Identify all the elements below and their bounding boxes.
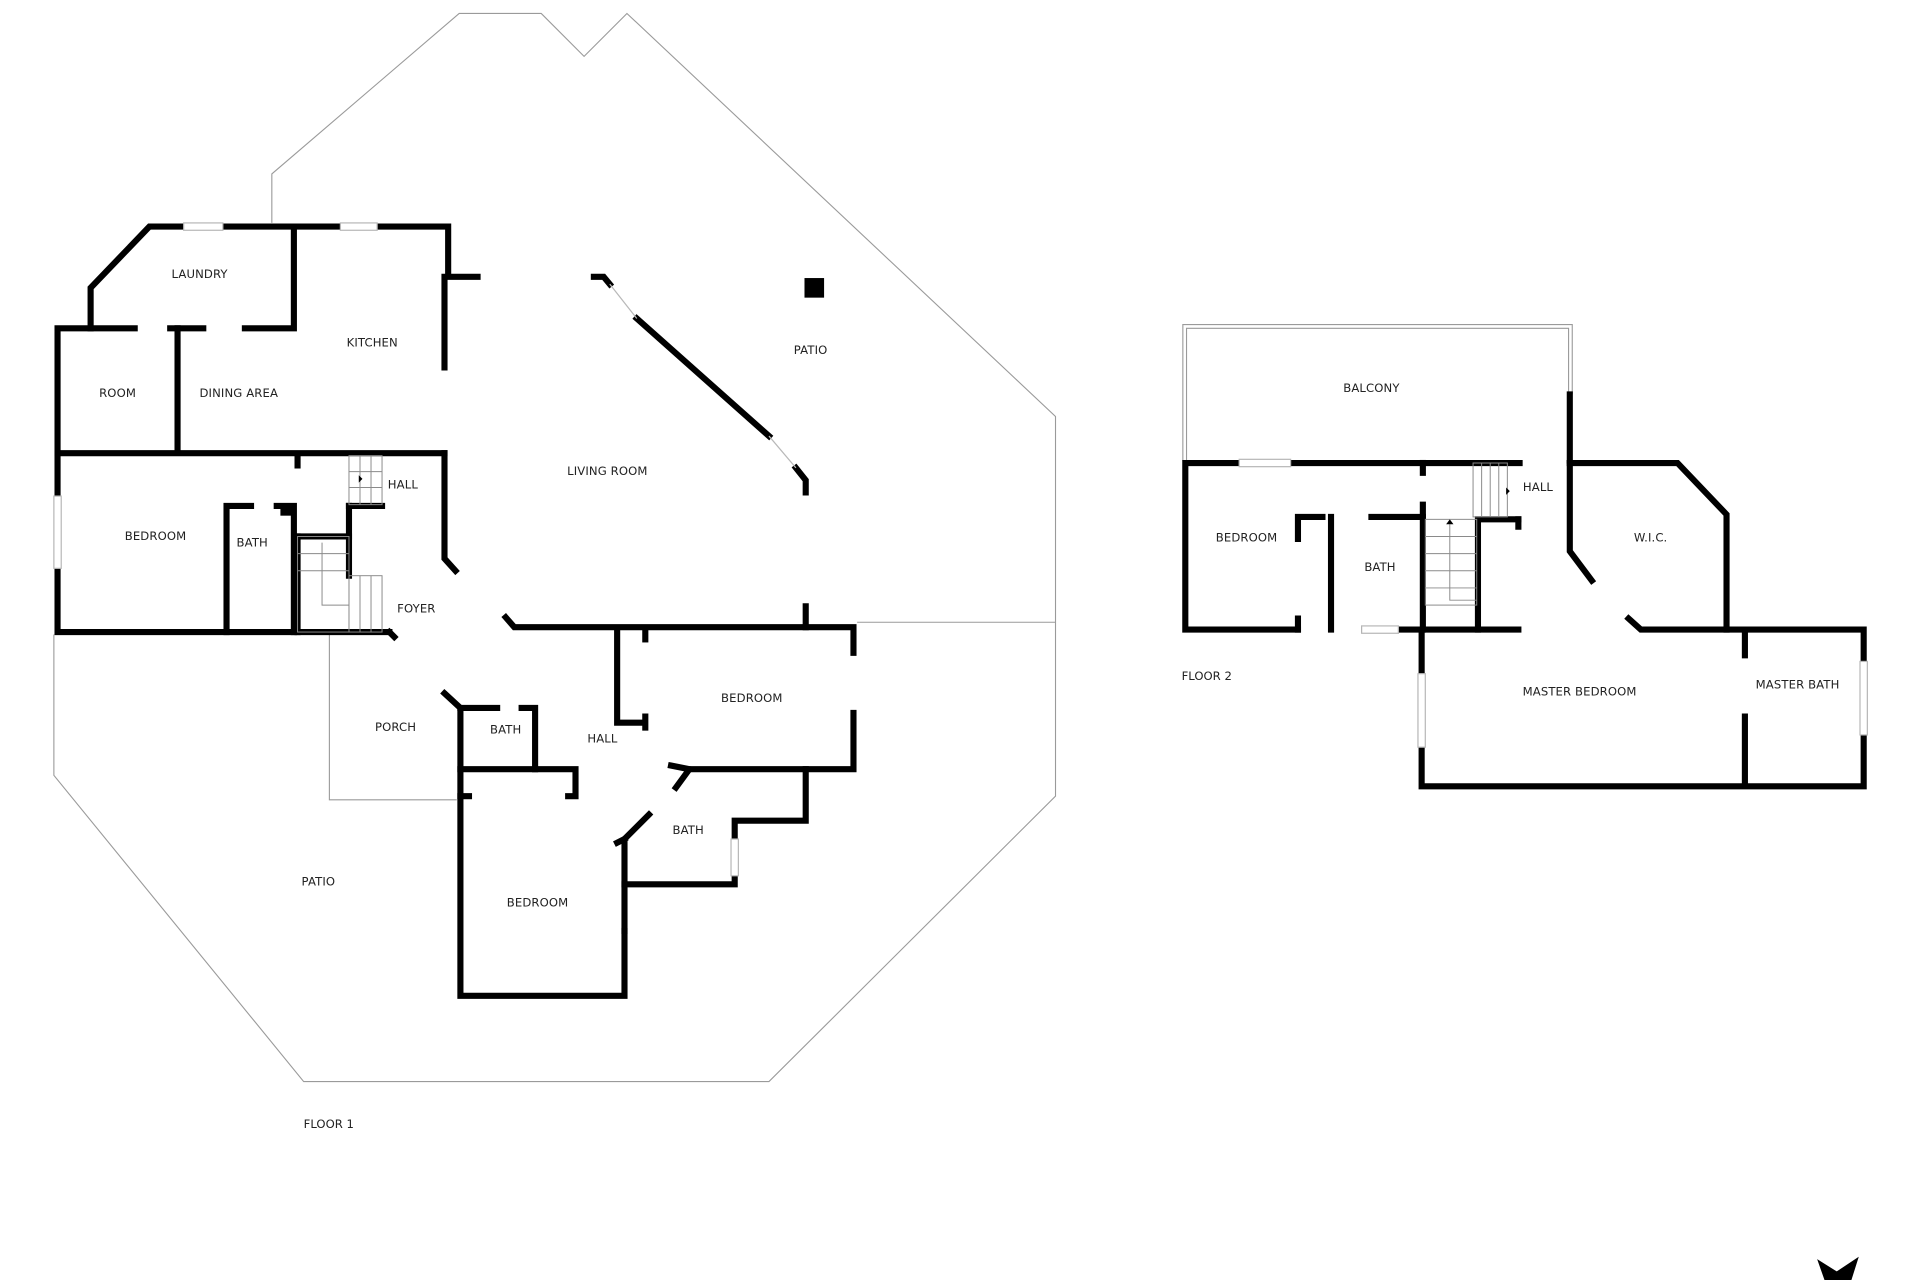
stairs-floor-2 xyxy=(1424,462,1510,606)
walls-floor-1 xyxy=(54,223,857,999)
room-label-dining-area: DINING AREA xyxy=(199,386,278,400)
room-label-balcony: BALCONY xyxy=(1343,381,1400,395)
room-label-hall-lower: HALL xyxy=(587,731,618,745)
room-label-bedroom-east: BEDROOM xyxy=(721,691,783,705)
floor-1-label: FLOOR 1 xyxy=(304,1117,354,1131)
floor-1: LAUNDRY KITCHEN ROOM DINING AREA HALL BE… xyxy=(53,12,1057,1131)
porch-outline xyxy=(328,634,457,801)
room-label-wic: W.I.C. xyxy=(1634,530,1668,544)
windows-floor-2 xyxy=(1238,458,1868,748)
room-label-hall: HALL xyxy=(1523,480,1554,494)
north-arrow-icon xyxy=(1817,1256,1859,1280)
patio-north-outline xyxy=(271,12,1057,623)
room-label-bedroom: BEDROOM xyxy=(1216,530,1278,544)
room-label-bath: BATH xyxy=(1364,560,1395,574)
room-label-living-room: LIVING ROOM xyxy=(567,464,647,478)
room-label-master-bath: MASTER BATH xyxy=(1756,677,1840,691)
windows-floor-1 xyxy=(53,222,797,877)
room-label-kitchen: KITCHEN xyxy=(347,336,398,350)
room-label-room: ROOM xyxy=(99,386,136,400)
room-label-patio-north: PATIO xyxy=(794,343,828,357)
room-label-bath-west: BATH xyxy=(237,535,268,549)
stairs-floor-1 xyxy=(297,455,383,633)
room-label-bedroom-west: BEDROOM xyxy=(125,529,187,543)
floor-2-label: FLOOR 2 xyxy=(1182,669,1232,683)
patio-south-outline xyxy=(53,621,1057,1083)
balcony-outline xyxy=(1182,324,1573,461)
room-label-master-bedroom: MASTER BEDROOM xyxy=(1523,685,1637,699)
room-label-foyer: FOYER xyxy=(397,601,435,615)
column-marker xyxy=(804,278,825,298)
room-label-hall-upper: HALL xyxy=(388,478,419,492)
room-label-laundry: LAUNDRY xyxy=(172,267,229,281)
room-label-bath-east: BATH xyxy=(672,823,703,837)
floor-2: BALCONY HALL BEDROOM BATH W.I.C. MASTER … xyxy=(1182,324,1868,790)
walls-floor-2 xyxy=(1182,391,1867,790)
room-label-bedroom-south: BEDROOM xyxy=(507,895,569,909)
room-label-patio-south: PATIO xyxy=(302,875,336,889)
room-label-bath-center: BATH xyxy=(490,723,521,737)
room-label-porch: PORCH xyxy=(375,720,416,734)
